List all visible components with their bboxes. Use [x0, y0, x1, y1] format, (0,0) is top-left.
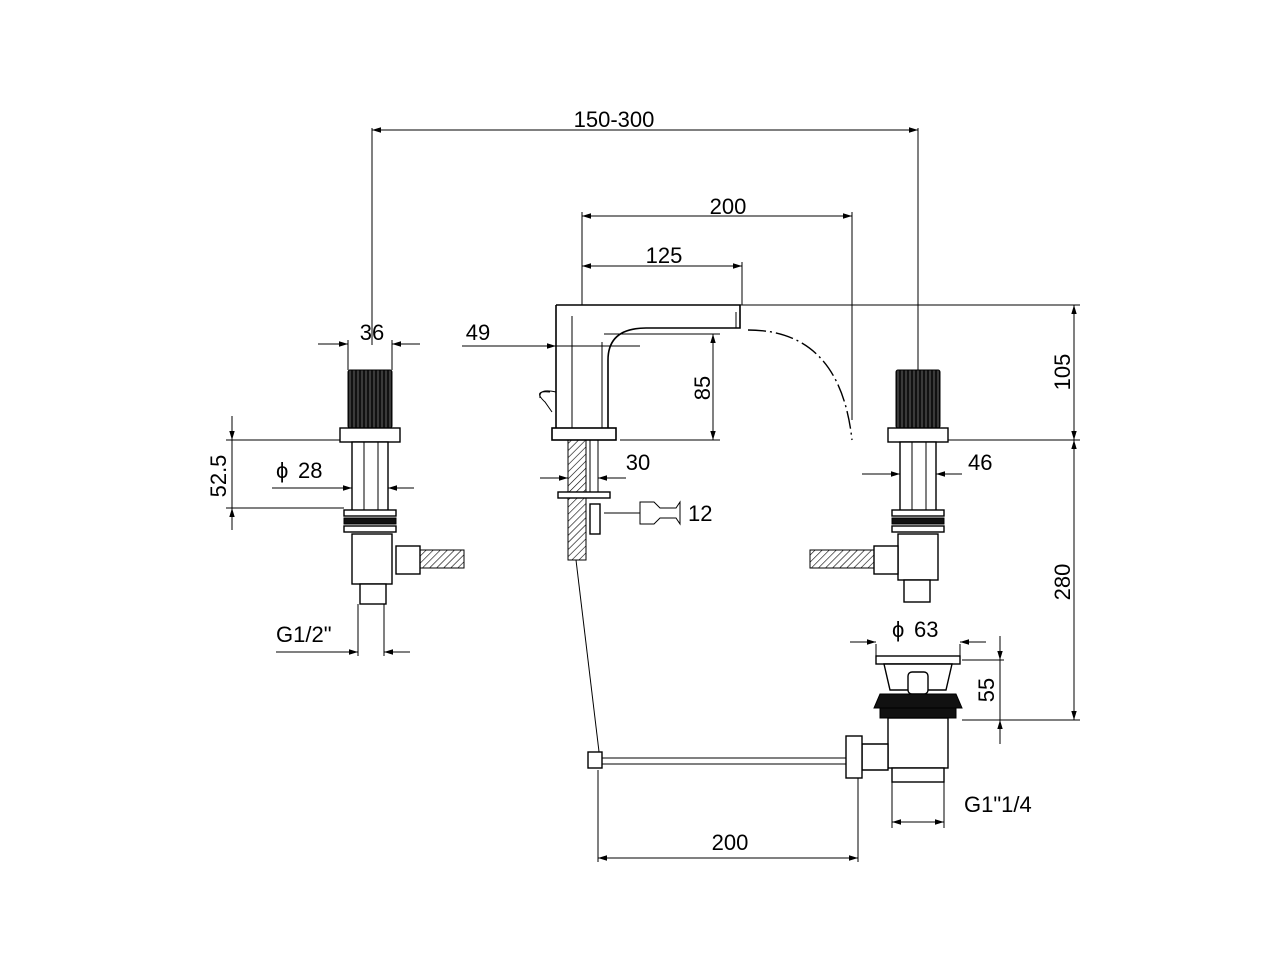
diameter-symbol-waste: ϕ — [892, 617, 904, 642]
inlet-thread-label: G1/2" — [276, 622, 332, 647]
flange-right-label: 46 — [968, 450, 992, 475]
dimension-inlet-thread: G1/2" — [276, 604, 410, 656]
valve-diameter-label: 28 — [298, 458, 322, 483]
wrench-size-label: 12 — [688, 501, 712, 526]
spread-label: 150-300 — [574, 107, 655, 132]
dimension-total-height: 105 — [948, 305, 1080, 441]
dimension-max-thickness: 280 — [962, 440, 1080, 721]
dimension-waste-height: 55 — [962, 636, 1004, 744]
wrench: 12 — [604, 500, 712, 526]
dimension-handle-width: 36 — [318, 320, 420, 370]
dimension-valve-height: 52.5 — [206, 416, 344, 530]
dimension-spout-reach: 200 — [581, 194, 853, 420]
waste — [587, 655, 963, 783]
spout-reach-label: 200 — [710, 194, 747, 219]
dimension-flange-right: 46 — [862, 450, 992, 477]
dimension-spread: 150-300 — [371, 107, 919, 370]
wrench-icon — [639, 500, 681, 526]
diameter-symbol-left: ϕ — [276, 458, 288, 483]
handle-width-label: 36 — [360, 320, 384, 345]
spout — [539, 304, 1080, 441]
spout-shank — [557, 439, 611, 761]
dimension-valve-diameter: ϕ 28 — [272, 458, 414, 491]
spout-offset-label: 49 — [466, 320, 490, 345]
dimension-thread: 30 — [540, 450, 650, 481]
waste-height-label: 55 — [974, 678, 999, 702]
dimension-spout-offset: 49 — [462, 320, 640, 349]
right-valve — [809, 369, 949, 603]
dimension-waste-thread: G1"1/4 — [891, 782, 1032, 828]
rod-length-label: 200 — [712, 830, 749, 855]
spout-length-label: 125 — [646, 243, 683, 268]
max-thickness-label: 280 — [1050, 564, 1075, 601]
waste-diameter-label: 63 — [914, 617, 938, 642]
dimension-spout-height: 85 — [604, 333, 720, 441]
dimension-spout-length: 125 — [582, 243, 743, 305]
waste-thread-label: G1"1/4 — [964, 792, 1032, 817]
dimension-waste-diameter: ϕ 63 — [850, 617, 986, 656]
thread-label: 30 — [626, 450, 650, 475]
left-valve — [339, 369, 465, 605]
total-height-label: 105 — [1050, 354, 1075, 391]
spout-height-label: 85 — [690, 376, 715, 400]
dimension-rod-length: 200 — [597, 770, 859, 862]
valve-height-label: 52.5 — [206, 455, 231, 498]
